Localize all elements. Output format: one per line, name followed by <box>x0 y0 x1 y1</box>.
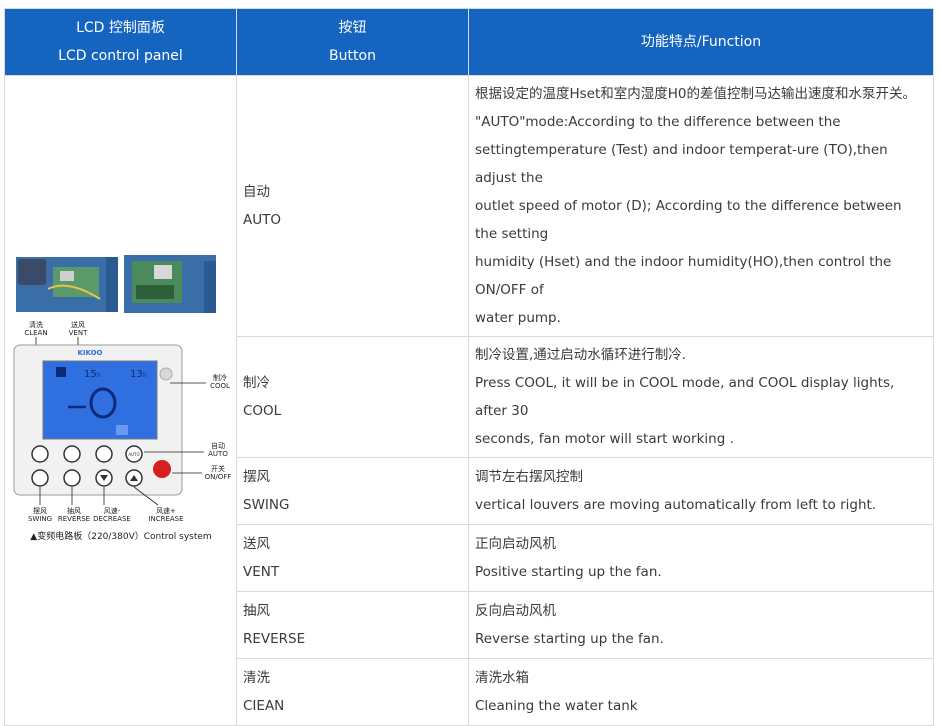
function-text: Positive starting up the fan. <box>475 564 662 580</box>
function-text: humidity (Hset) and the indoor humidity(… <box>475 254 892 298</box>
label-auto-cn: 自动 <box>211 441 225 450</box>
header-lcd-panel: LCD 控制面板 LCD control panel <box>4 8 237 76</box>
button-name-cn: 制冷 <box>243 375 270 391</box>
sensor-icon <box>159 367 172 380</box>
auto-button[interactable] <box>124 444 143 463</box>
function-table: LCD 控制面板 LCD control panel 按钮 Button 功能特… <box>4 8 934 726</box>
function-text: settingtemperature (Test) and indoor tem… <box>475 142 888 186</box>
button-cell-clean: 清洗 CIEAN <box>236 658 469 726</box>
function-text: seconds, fan motor will start working . <box>475 431 734 447</box>
function-text: 根据设定的温度Hset和室内湿度H0的差值控制马达输出速度和水泵开关。 <box>475 86 917 102</box>
function-text: 清洗水箱 <box>475 670 529 686</box>
label-swing-en: SWING <box>27 515 51 523</box>
header-lcd-en: LCD control panel <box>58 48 183 64</box>
circuit-board-right <box>123 254 216 313</box>
table-row: 制冷 COOL 制冷设置,通过启动水循环进行制冷. Press COOL, it… <box>5 336 934 458</box>
clean-button[interactable] <box>94 444 113 463</box>
lcd-num-unit: h <box>143 372 147 379</box>
function-text: 正向启动风机 <box>475 536 556 552</box>
function-cell-vent: 正向启动风机 Positive starting up the fan. <box>468 524 934 592</box>
function-cell-cool: 制冷设置,通过启动水循环进行制冷. Press COOL, it will be… <box>468 336 934 458</box>
header-function-text: 功能特点/Function <box>640 34 762 50</box>
label-decrease-en: DECREASE <box>93 515 131 523</box>
label-auto-en: AUTO <box>208 450 228 458</box>
table-row: 送风 VENT 正向启动风机 Positive starting up the … <box>5 524 934 592</box>
lcd-temp-unit: h <box>97 372 101 379</box>
chevron-down-icon <box>99 474 108 481</box>
function-text: 制冷设置,通过启动水循环进行制冷. <box>475 347 687 363</box>
chevron-up-icon <box>129 474 138 481</box>
button-name-en: CIEAN <box>243 698 285 714</box>
lcd-temp: 15 <box>84 369 97 380</box>
function-text: Reverse starting up the fan. <box>475 631 664 647</box>
power-button[interactable] <box>152 459 171 478</box>
control-panel-image: 清洗 CLEAN 送风 VENT KIKOO 15 h 13 h <box>13 254 231 542</box>
button-name-en: AUTO <box>243 212 281 228</box>
button-name-cn: 自动 <box>243 184 270 200</box>
panel-caption: ▲变频电路板（220/380V）Control system <box>30 530 211 542</box>
lcd-fan-icon <box>89 387 116 418</box>
label-onoff-cn: 开关 <box>211 464 225 473</box>
label-increase-en: INCREASE <box>148 515 183 523</box>
function-text: "AUTO"mode:According to the difference b… <box>475 114 841 130</box>
button-row-2 <box>30 459 171 487</box>
function-text: Press COOL, it will be in COOL mode, and… <box>475 375 895 419</box>
header-function: 功能特点/Function <box>468 8 934 76</box>
cool-button[interactable] <box>30 444 49 463</box>
swing-button[interactable] <box>30 468 49 487</box>
button-name-cn: 送风 <box>243 536 270 552</box>
function-cell-reverse: 反向启动风机 Reverse starting up the fan. <box>468 591 934 659</box>
button-cell-auto: 自动 AUTO <box>236 75 469 337</box>
button-name-cn: 摆风 <box>243 469 270 485</box>
function-cell-swing: 调节左右摆风控制 vertical louvers are moving aut… <box>468 457 934 525</box>
button-name-en: VENT <box>243 564 280 580</box>
button-row-1: AUTO <box>30 444 143 463</box>
lcd-screen <box>42 360 157 439</box>
lcd-num: 13 <box>130 369 143 380</box>
header-button: 按钮 Button <box>236 8 469 76</box>
header-button-cn: 按钮 <box>338 20 367 36</box>
label-increase-cn: 风速+ <box>156 507 176 515</box>
button-cell-swing: 摆风 SWING <box>236 457 469 525</box>
label-cool-cn: 制冷 <box>213 373 227 382</box>
label-reverse-cn: 抽风 <box>67 506 81 515</box>
label-onoff-en: ON/OFF <box>204 473 231 481</box>
function-text: vertical louvers are moving automaticall… <box>475 497 877 513</box>
label-swing-cn: 摆风 <box>33 506 47 515</box>
vent-button[interactable] <box>62 444 81 463</box>
function-cell-auto: 根据设定的温度Hset和室内湿度H0的差值控制马达输出速度和水泵开关。 "AUT… <box>468 75 934 337</box>
button-name-cn: 抽风 <box>243 603 270 619</box>
brand-logo: KIKOO <box>77 349 102 357</box>
label-decrease-cn: 风速- <box>103 507 120 515</box>
label-cool-en: COOL <box>210 382 230 390</box>
label-clean-en: CLEAN <box>24 329 47 337</box>
function-text: 反向启动风机 <box>475 603 556 619</box>
circuit-board-left <box>15 256 118 312</box>
lcd-panel-cell: 清洗 CLEAN 送风 VENT KIKOO 15 h 13 h <box>4 75 237 726</box>
auto-button-text: AUTO <box>128 452 139 457</box>
function-text: Cleaning the water tank <box>475 698 638 714</box>
button-name-en: REVERSE <box>243 631 306 647</box>
table-row: 清洗 CLEAN 送风 VENT KIKOO 15 h 13 h <box>4 75 934 726</box>
reverse-button[interactable] <box>62 468 81 487</box>
button-name-cn: 清洗 <box>243 670 270 686</box>
button-name-en: COOL <box>243 403 282 419</box>
table-row: 摆风 SWING 调节左右摆风控制 vertical louvers are m… <box>5 457 934 525</box>
function-cell-clean: 清洗水箱 Cleaning the water tank <box>468 658 934 726</box>
button-cell-vent: 送风 VENT <box>236 524 469 592</box>
table-header-row: LCD 控制面板 LCD control panel 按钮 Button 功能特… <box>4 8 934 76</box>
label-reverse-en: REVERSE <box>57 515 89 523</box>
button-cell-reverse: 抽风 REVERSE <box>236 591 469 659</box>
function-text: outlet speed of motor (D); According to … <box>475 198 902 242</box>
function-text: 调节左右摆风控制 <box>475 469 583 485</box>
header-lcd-cn: LCD 控制面板 <box>76 20 165 36</box>
label-vent-en: VENT <box>68 329 87 337</box>
button-cell-cool: 制冷 COOL <box>236 336 469 458</box>
function-text: water pump. <box>475 310 561 326</box>
label-clean-cn: 清洗 <box>29 320 43 329</box>
label-vent-cn: 送风 <box>71 320 85 329</box>
button-name-en: SWING <box>243 497 290 513</box>
header-button-en: Button <box>329 48 376 64</box>
